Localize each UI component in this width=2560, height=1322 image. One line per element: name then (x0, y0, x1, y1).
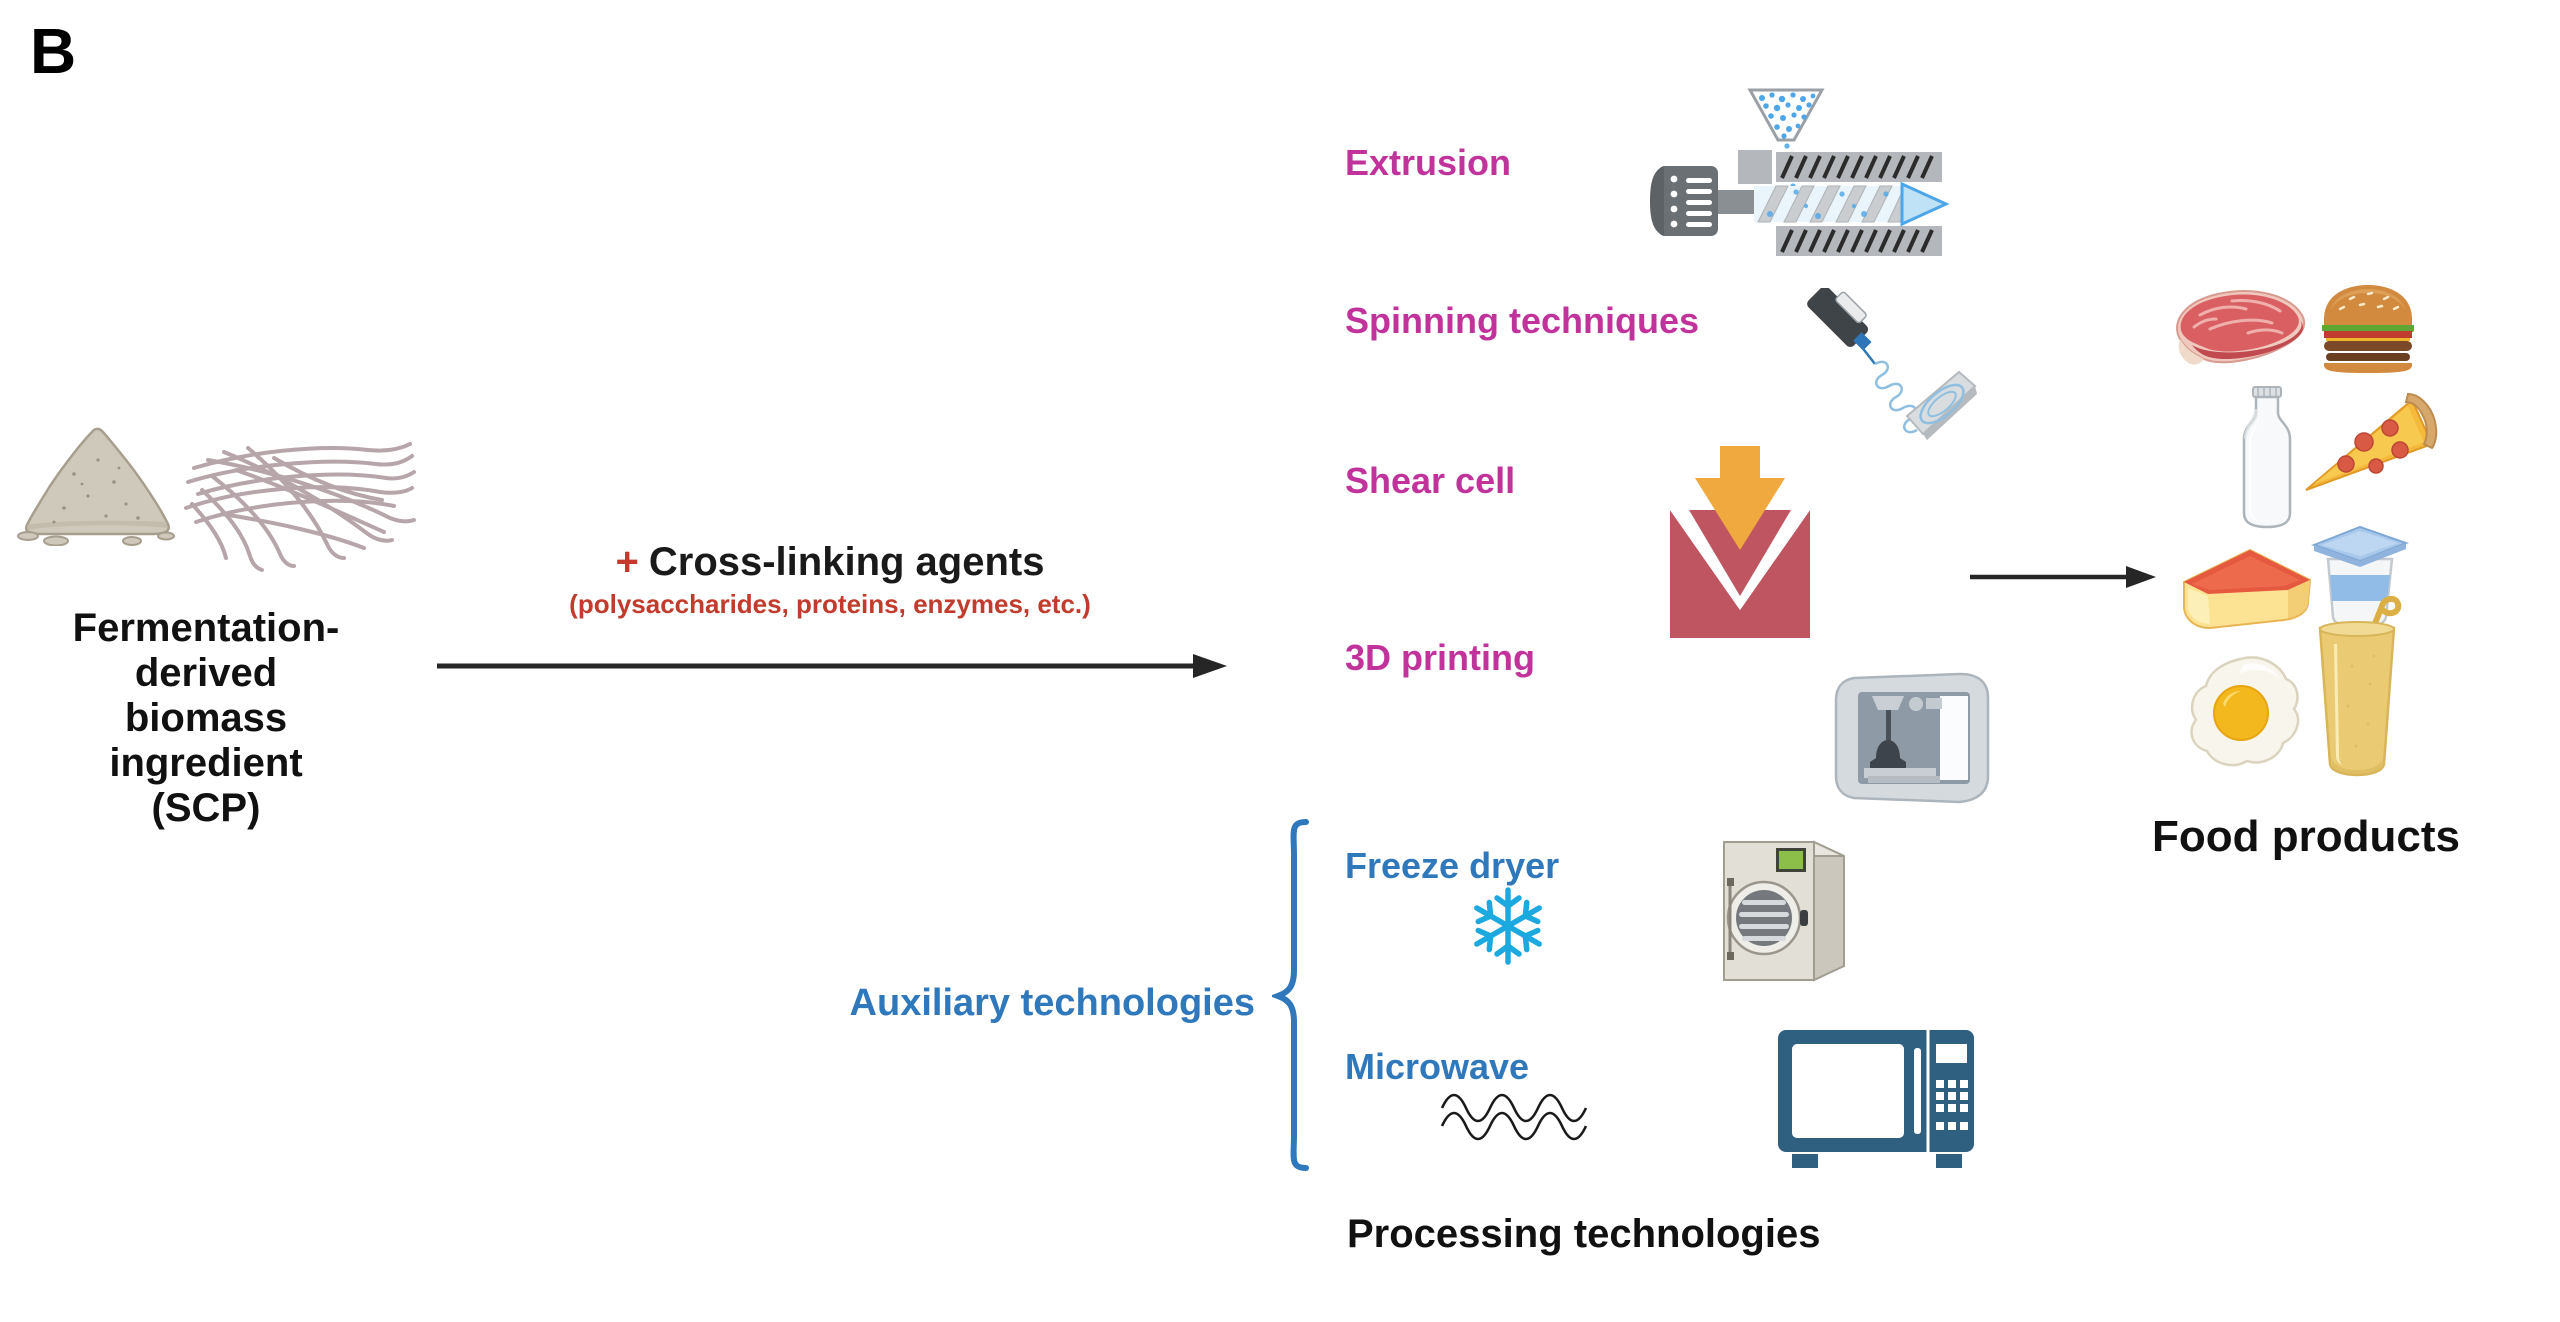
food-flow-arrow (1968, 562, 2158, 592)
burger-icon (2316, 281, 2420, 375)
tech-label-shear-cell: Shear cell (1345, 460, 1516, 501)
crosslink-annotation: +Cross-linking agents (polysaccharides, … (480, 540, 1180, 620)
cheese-wedge-icon (2178, 536, 2316, 633)
caption-line: (SCP) (151, 786, 261, 830)
tech-label-extrusion: Extrusion (1345, 142, 1512, 183)
electrospinner-icon (1795, 288, 1981, 450)
waves-icon (1438, 1090, 1606, 1148)
juice-glass-icon (2312, 596, 2402, 778)
tech-label-3d-printing: 3D printing (1345, 637, 1535, 678)
tech-label-freeze-dryer: Freeze dryer (1345, 845, 1560, 886)
processing-technologies-title: Processing technologies (1347, 1212, 1821, 1256)
extruder-icon (1650, 86, 1950, 258)
pizza-slice-icon (2302, 386, 2440, 498)
milk-bottle-icon (2228, 383, 2306, 529)
main-flow-arrow (435, 650, 1231, 682)
3d-printer-icon (1832, 672, 1994, 804)
auxiliary-technologies-label: Auxiliary technologies (849, 982, 1255, 1024)
freeze-dryer-icon (1714, 832, 1856, 986)
auxiliary-brace (1272, 818, 1312, 1172)
panel-letter: B (30, 15, 77, 87)
crosslink-title: Cross-linking agents (648, 540, 1045, 584)
caption-line: Fermentation- (72, 606, 340, 650)
source-caption: Fermentation- derived biomass ingredient… (38, 606, 374, 831)
microwave-oven-icon (1776, 1028, 1976, 1173)
caption-line: derived (134, 651, 278, 695)
tech-label-microwave: Microwave (1345, 1046, 1530, 1087)
plus-icon: + (615, 540, 639, 584)
biomass-fibers-icon (178, 430, 416, 582)
snowflake-icon (1468, 886, 1548, 966)
caption-line: biomass (124, 696, 288, 740)
crosslink-subtitle: (polysaccharides, proteins, enzymes, etc… (569, 589, 1091, 619)
biomass-powder-icon (14, 424, 180, 546)
tech-label-spinning: Spinning techniques (1345, 300, 1700, 341)
caption-line: ingredient (109, 741, 303, 785)
yogurt-cup-icon (2310, 523, 2410, 630)
food-products-title: Food products (2152, 812, 2460, 861)
fried-egg-icon (2183, 650, 2307, 774)
meat-steak-icon (2162, 281, 2312, 381)
shear-cell-icon (1665, 446, 1815, 638)
